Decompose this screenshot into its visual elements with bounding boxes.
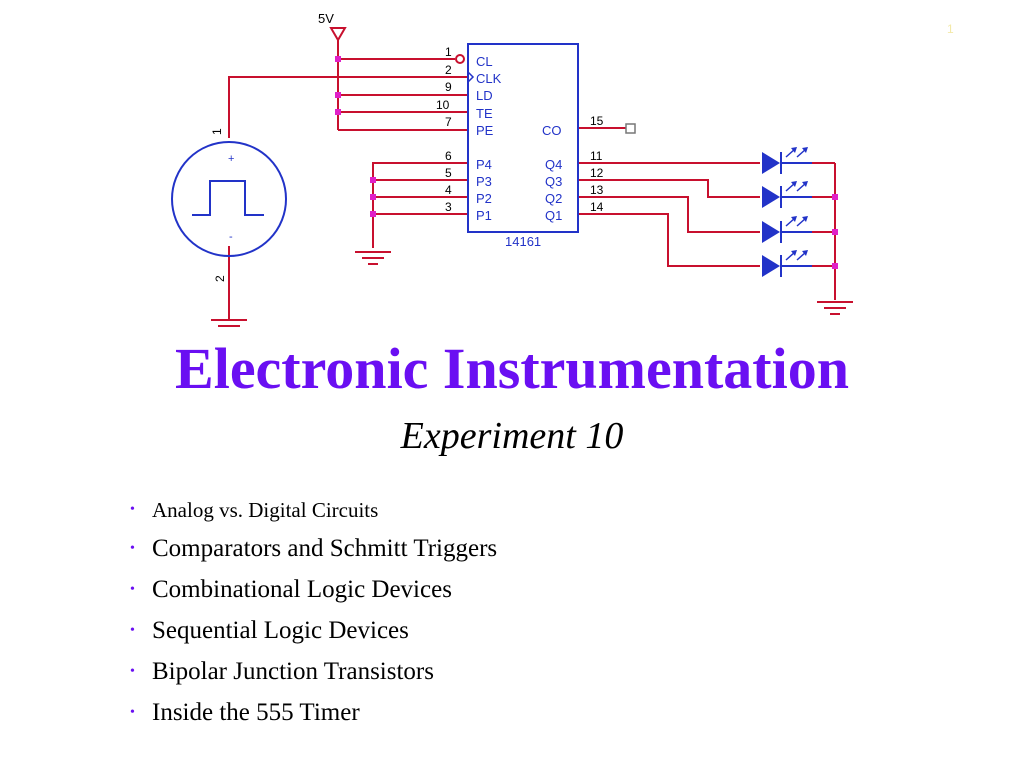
source-plus: +: [228, 153, 234, 165]
pin-label-p2: P2: [476, 191, 492, 206]
bullet-icon: •: [130, 705, 135, 720]
led-array: [762, 147, 812, 277]
counter-chip: [455, 43, 636, 233]
square-wave-icon: [192, 180, 264, 216]
pin-number: 2: [445, 63, 452, 77]
pin-number: 6: [445, 149, 452, 163]
topic-text: Inside the 555 Timer: [152, 699, 360, 726]
pin-label-q4: Q4: [545, 157, 562, 172]
pin-number: 10: [436, 98, 450, 112]
topic-text: Combinational Logic Devices: [152, 576, 452, 603]
pin-label-p1: P1: [476, 208, 492, 223]
ground-icon: [354, 251, 392, 265]
counter-circuit-schematic: CL CLK LD TE PE P4 P3 P2 P1 CO Q4 Q3 Q2 …: [171, 11, 854, 330]
pin-number: 9: [445, 80, 452, 94]
bullet-icon: •: [130, 582, 135, 597]
topic-item: • Analog vs. Digital Circuits: [128, 494, 497, 532]
ground-icon: [210, 319, 248, 330]
pin-label-ld: LD: [476, 88, 493, 103]
source-minus: -: [229, 231, 233, 243]
bullet-icon: •: [130, 664, 135, 679]
led-icon: [762, 181, 812, 208]
topic-item: • Comparators and Schmitt Triggers: [128, 532, 497, 573]
chip-pin-labels: CL CLK LD TE PE P4 P3 P2 P1 CO Q4 Q3 Q2 …: [476, 54, 562, 249]
pin-label-p3: P3: [476, 174, 492, 189]
pin-number: 4: [445, 183, 452, 197]
pin-number: 3: [445, 200, 452, 214]
pin-number: 15: [590, 114, 604, 128]
ground-symbols: [210, 251, 854, 330]
topic-text: Sequential Logic Devices: [152, 617, 409, 644]
pin-number: 1: [445, 45, 452, 59]
pin-number: 14: [590, 200, 604, 214]
bullet-icon: •: [130, 502, 135, 517]
pin-label-q1: Q1: [545, 208, 562, 223]
pin-label-te: TE: [476, 106, 493, 121]
led-icon: [762, 216, 812, 243]
page-subtitle: Experiment 10: [400, 415, 624, 457]
topic-list: • Analog vs. Digital Circuits • Comparators…: [128, 494, 497, 737]
ground-icon: [816, 301, 854, 315]
supply-rail: [228, 27, 836, 320]
bullet-icon: •: [130, 541, 135, 556]
topic-item: • Bipolar Junction Transistors: [128, 655, 497, 696]
pin-number: 7: [445, 115, 452, 129]
pin-number: 12: [590, 166, 604, 180]
topic-item: • Sequential Logic Devices: [128, 614, 497, 655]
supply-label: 5V: [318, 11, 334, 26]
pin-label-clk: CLK: [476, 71, 502, 86]
topic-text: Comparators and Schmitt Triggers: [152, 535, 498, 562]
pin-label-pe: PE: [476, 123, 494, 138]
topic-item: • Combinational Logic Devices: [128, 573, 497, 614]
source-pin-top: 1: [210, 128, 224, 135]
led-icon: [762, 147, 812, 174]
pin-number: 5: [445, 166, 452, 180]
square-wave-source: + -: [171, 141, 287, 257]
led-icon: [762, 250, 812, 277]
pin-number: 11: [590, 149, 603, 163]
chip-name: 14161: [505, 234, 541, 249]
supply-arrow-icon: [329, 27, 347, 42]
pin-label-q3: Q3: [545, 174, 562, 189]
bullet-icon: •: [130, 623, 135, 638]
pin-number: 13: [590, 183, 604, 197]
pin-label-cl: CL: [476, 54, 493, 69]
pin-label-co: CO: [542, 123, 562, 138]
junction-dots: [335, 56, 838, 269]
slide-number: 1: [947, 22, 954, 36]
source-pin-bottom: 2: [213, 275, 227, 282]
pin-numbers: 1 2 9 10 7 6 5 4 3 15 11 12 13 14 5V 1 2: [210, 11, 604, 282]
topic-item: • Inside the 555 Timer: [128, 696, 497, 737]
pin-label-p4: P4: [476, 157, 492, 172]
topic-text: Bipolar Junction Transistors: [152, 658, 434, 685]
topic-text: Analog vs. Digital Circuits: [152, 498, 379, 522]
pin-label-q2: Q2: [545, 191, 562, 206]
page-title: Electronic Instrumentation: [175, 336, 849, 401]
